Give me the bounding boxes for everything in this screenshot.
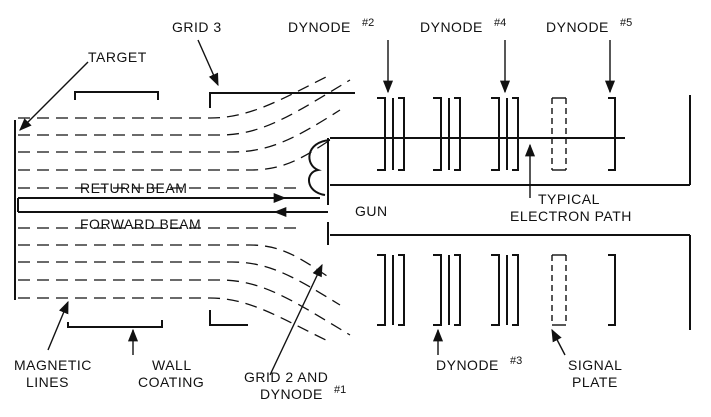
label-dynode4-number: #4 — [494, 17, 506, 29]
label-dynode2: DYNODE — [288, 19, 351, 35]
dynode-3-lower — [433, 254, 461, 326]
label-dynode3-number: #3 — [510, 355, 522, 367]
label-dynode3: DYNODE — [436, 357, 499, 373]
label-dynode2-number: #2 — [362, 17, 374, 29]
dynode-5-upper — [551, 97, 567, 171]
label-coating: COATING — [138, 374, 204, 390]
label-dynode1: DYNODE — [260, 386, 323, 402]
label-wall: WALL — [152, 357, 192, 373]
label-dynode1-number: #1 — [334, 384, 346, 396]
label-return-beam: RETURN BEAM — [80, 180, 187, 196]
return-beam — [17, 192, 320, 213]
dynode-3-upper — [433, 97, 461, 171]
electron-gun — [308, 95, 691, 330]
label-electron-path: ELECTRON PATH — [510, 208, 632, 224]
label-typical: TYPICAL — [538, 191, 600, 207]
label-grid2-and: GRID 2 AND — [244, 369, 328, 385]
label-forward-beam: FORWARD BEAM — [80, 216, 201, 232]
label-target: TARGET — [88, 49, 147, 65]
signal-plate-upper — [608, 97, 616, 171]
label-signal: SIGNAL — [568, 357, 622, 373]
dynode-4-upper — [491, 97, 519, 171]
label-dynode5: DYNODE — [546, 19, 609, 35]
label-dynode4: DYNODE — [420, 19, 483, 35]
grid3-electrode — [74, 91, 355, 108]
signal-plate-lower — [608, 254, 616, 326]
dynode-5-lower — [551, 254, 567, 326]
label-plate: PLATE — [572, 374, 618, 390]
label-dynode5-number: #5 — [620, 17, 632, 29]
dynode-4-lower — [491, 254, 519, 326]
label-grid3: GRID 3 — [172, 19, 222, 35]
leader-lines — [19, 39, 616, 376]
wall-coating-electrode — [67, 310, 248, 328]
dynode-2-lower — [377, 254, 405, 326]
label-gun: GUN — [355, 203, 388, 219]
label-magnetic: MAGNETIC — [14, 357, 92, 373]
label-lines: LINES — [26, 374, 69, 390]
dynode-2-upper — [377, 97, 405, 171]
